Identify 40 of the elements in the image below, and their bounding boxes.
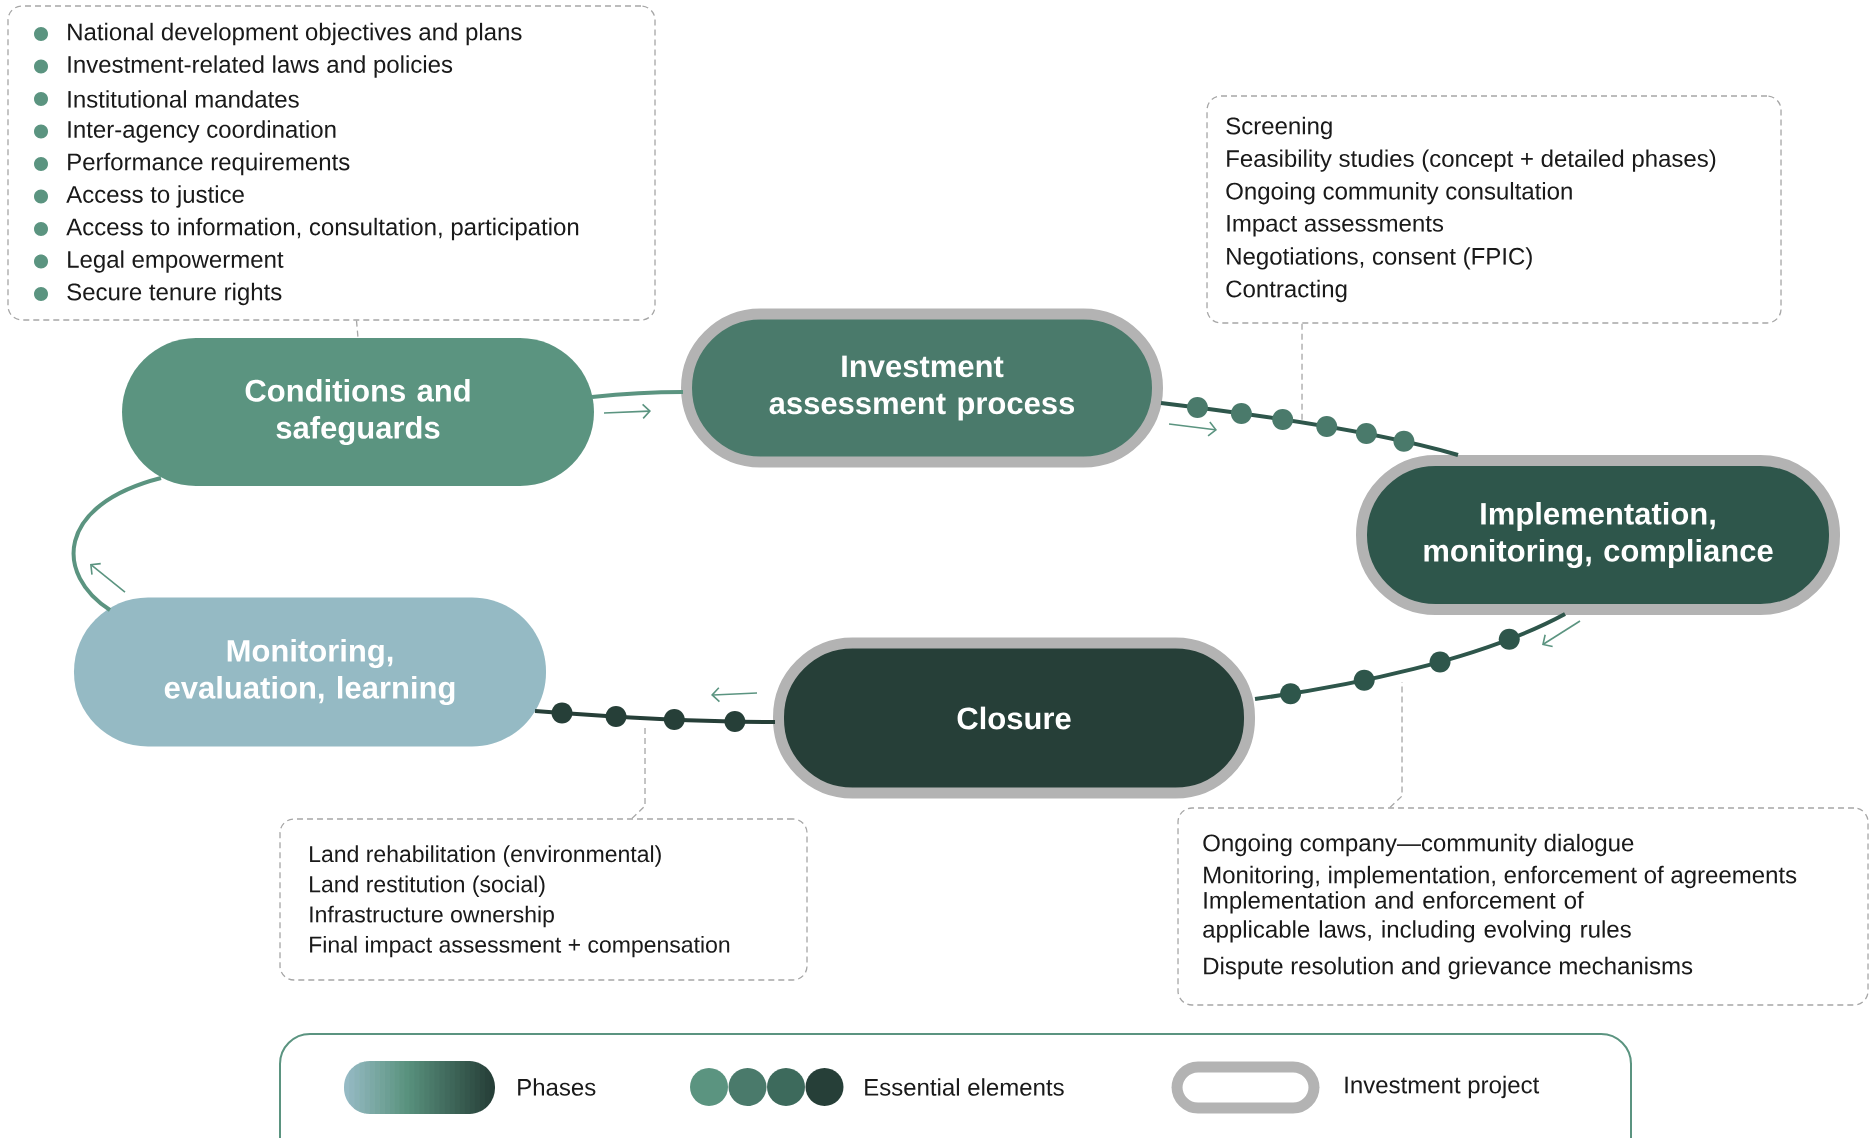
list-item: Contracting: [1226, 279, 1347, 303]
connector-line: [534, 709, 776, 724]
list-item: Monitoring, implementation, enforcement of agreements: [1204, 865, 1797, 889]
list-item: Performance requirements: [68, 152, 350, 176]
list-item: Ongoing community consultation: [1226, 182, 1572, 205]
connector-line: [591, 390, 683, 399]
leader-line: [1301, 323, 1303, 422]
connector-line: [1160, 401, 1459, 457]
list-item: Negotiations, consent (FPIC): [1227, 247, 1532, 270]
list-item: Impact assessments: [1227, 215, 1444, 237]
legend-label: Investment project: [1345, 1075, 1540, 1099]
list-item: Inter-agency coordination: [68, 120, 336, 143]
legend-label: Phases: [518, 1078, 596, 1096]
leader-line: [1389, 681, 1403, 808]
list-item: Feasibility studies (concept + detailed phases): [1227, 149, 1716, 172]
list-item: Implementation and enforcement of applicable laws, including evolving rules: [1203, 891, 1631, 943]
list-item: Infrastructure ownership: [310, 905, 554, 928]
list-item: Screening: [1226, 116, 1332, 140]
legend-label: Essential elements: [865, 1078, 1064, 1096]
leader-line: [355, 320, 359, 339]
phase-box: Investment assessment process: [681, 308, 1163, 468]
list-item: Access to justice: [66, 185, 244, 208]
phase-box: Closure: [773, 637, 1255, 799]
list-item: Institutional mandates: [68, 90, 299, 108]
list-item: Legal empowerment: [68, 250, 284, 273]
connector-line: [1254, 612, 1566, 701]
list-item: Land restitution (social): [310, 875, 545, 897]
list-item: Secure tenure rights: [67, 282, 282, 306]
phase-box: Conditions and safeguards: [122, 338, 594, 486]
phase-box: Implementation, monitoring, compliance: [1356, 455, 1840, 615]
list-item: Investment-related laws and policies: [68, 55, 453, 78]
list-item: Access to information, consultation, participation: [66, 217, 579, 241]
list-item: Ongoing company—community dialogue: [1203, 833, 1634, 857]
list-item: Land rehabilitation (environmental): [310, 845, 661, 867]
list-item: Final impact assessment + compensation: [310, 935, 730, 958]
connector-line: [71, 476, 162, 612]
list-item: National development objectives and plans: [68, 22, 522, 46]
list-item: Dispute resolution and grievance mechanisms: [1204, 956, 1693, 980]
phase-box: Monitoring, evaluation, learning: [74, 597, 546, 747]
leader-line: [631, 726, 646, 819]
